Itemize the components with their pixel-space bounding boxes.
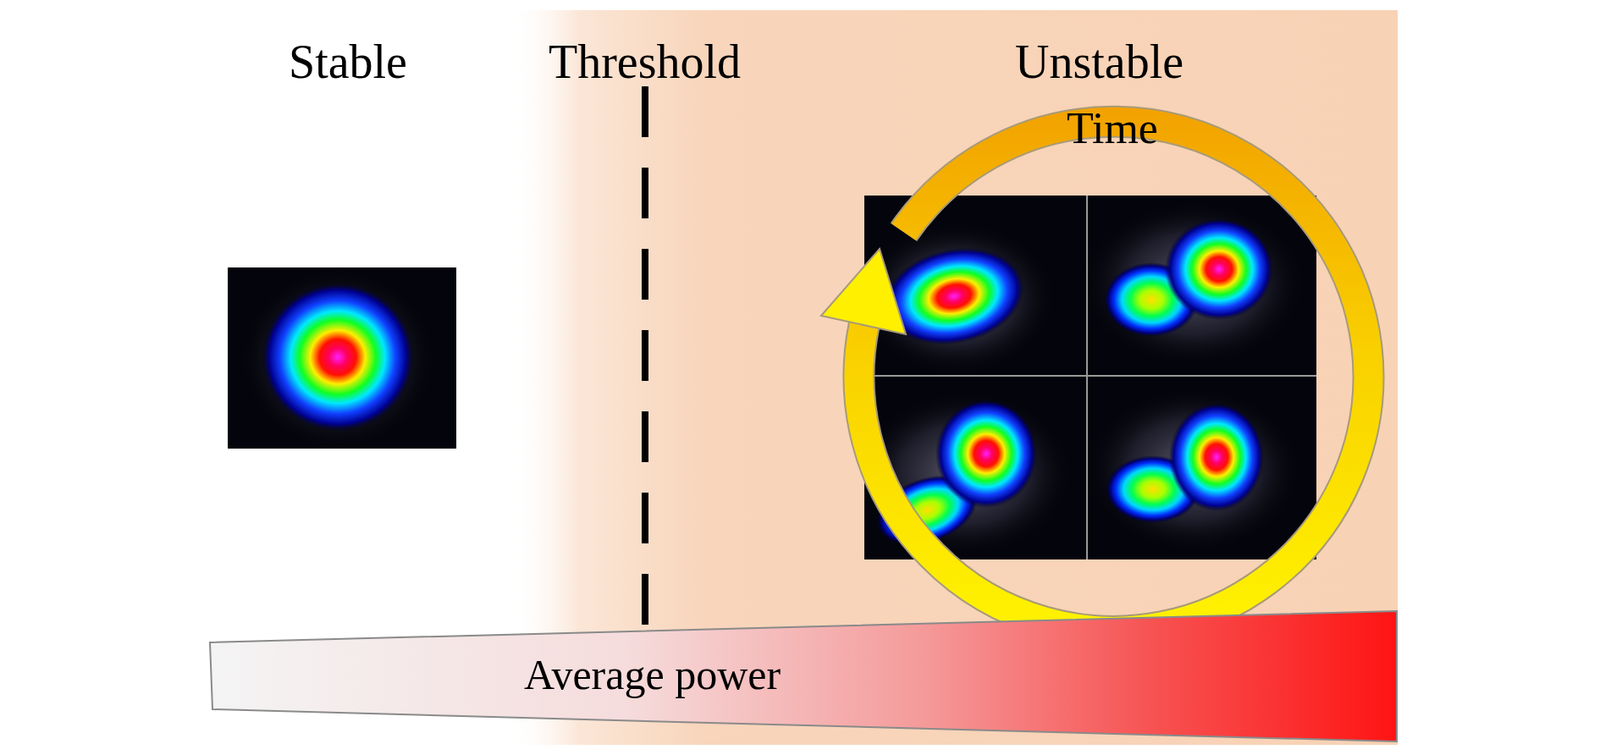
region-label: Stable <box>288 34 408 89</box>
region-label: Threshold <box>548 34 741 89</box>
unstable-beam-profiles <box>855 195 1317 560</box>
threshold-line <box>641 86 649 629</box>
time-cycle-arrow <box>821 121 1369 632</box>
wedge-shape <box>209 610 1398 743</box>
power-wedge-bar: Average power <box>209 610 1398 743</box>
region-label: Unstable <box>1015 34 1184 89</box>
stable-beam-profile <box>227 265 457 453</box>
axis-label: Average power <box>524 651 781 701</box>
region-label: Time <box>1066 103 1159 155</box>
